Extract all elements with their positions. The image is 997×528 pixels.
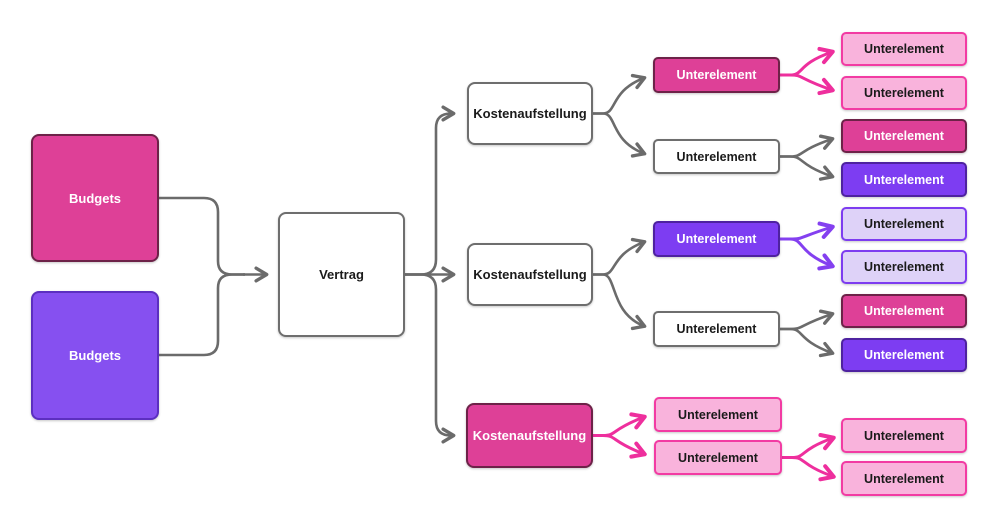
- node-unterelement-3[interactable]: Unterelement: [653, 221, 780, 257]
- edge-unter6-sub10: [782, 456, 836, 482]
- node-unterelement-5[interactable]: Unterelement: [654, 397, 782, 432]
- node-sub-5[interactable]: Unterelement: [841, 207, 967, 241]
- node-vertrag[interactable]: Vertrag: [278, 212, 405, 337]
- node-sub-3[interactable]: Unterelement: [841, 119, 967, 153]
- node-unterelement-1[interactable]: Unterelement: [653, 57, 780, 93]
- edge-budget-purple-vertrag: [159, 273, 245, 357]
- edge-kosten3-unter5: [593, 412, 647, 437]
- node-sub-8[interactable]: Unterelement: [841, 338, 967, 372]
- node-budgets-pink[interactable]: Budgets: [31, 134, 159, 262]
- edge-budget-pink-vertrag: [159, 196, 245, 276]
- node-sub-1[interactable]: Unterelement: [841, 32, 967, 66]
- edge-unter4-sub7: [780, 309, 835, 331]
- node-unterelement-4[interactable]: Unterelement: [653, 311, 780, 347]
- node-sub-9[interactable]: Unterelement: [841, 418, 967, 453]
- edge-unter4-sub8: [780, 327, 835, 358]
- node-kostenaufstellung-3[interactable]: Kostenaufstellung: [466, 403, 593, 468]
- node-sub-7[interactable]: Unterelement: [841, 294, 967, 328]
- node-unterelement-6[interactable]: Unterelement: [654, 440, 782, 475]
- edge-unter1-sub1: [780, 46, 835, 77]
- node-sub-6[interactable]: Unterelement: [841, 250, 967, 284]
- edge-vertrag-kosten-1: [405, 105, 456, 276]
- node-sub-2[interactable]: Unterelement: [841, 76, 967, 110]
- edge-kosten2-unter4: [593, 273, 647, 331]
- edge-unter3-sub5: [780, 221, 835, 241]
- edge-unter2-sub3: [780, 134, 835, 158]
- edge-kosten3-unter6: [593, 434, 647, 459]
- edge-unter1-sub2: [780, 73, 835, 96]
- node-kostenaufstellung-1[interactable]: Kostenaufstellung: [467, 82, 593, 145]
- edge-vertrag-kosten-3: [405, 273, 456, 444]
- edge-unter3-sub6: [780, 237, 835, 271]
- node-sub-10[interactable]: Unterelement: [841, 461, 967, 496]
- node-kostenaufstellung-2[interactable]: Kostenaufstellung: [467, 243, 593, 306]
- edge-unter6-sub9: [782, 433, 836, 459]
- node-unterelement-2[interactable]: Unterelement: [653, 139, 780, 174]
- node-budgets-purple[interactable]: Budgets: [31, 291, 159, 420]
- edge-unter2-sub4: [780, 155, 835, 181]
- node-sub-4[interactable]: Unterelement: [841, 162, 967, 197]
- edge-kosten1-unter1: [593, 73, 647, 115]
- edge-kosten2-unter3: [593, 237, 647, 276]
- edge-kosten1-unter2: [593, 112, 647, 158]
